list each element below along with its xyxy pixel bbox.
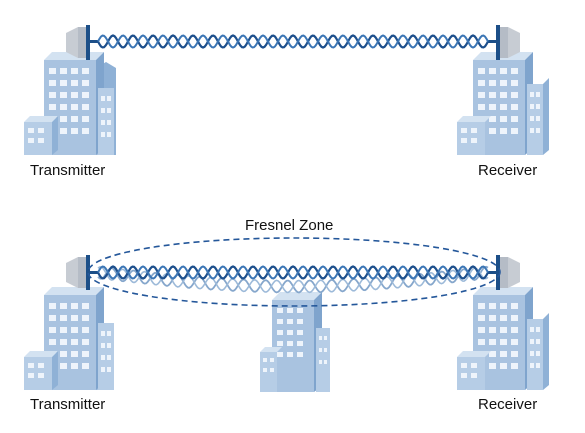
obstructing-building bbox=[260, 292, 330, 392]
top-scene bbox=[24, 25, 549, 155]
direct-signal-wave-bottom bbox=[97, 265, 489, 280]
receiver-building bbox=[457, 52, 549, 155]
transmitter-label-bottom: Transmitter bbox=[30, 396, 106, 413]
receiver-antenna bbox=[488, 25, 520, 60]
bottom-scene bbox=[24, 237, 549, 392]
direct-signal-wave bbox=[97, 34, 489, 49]
transmitter-building-bottom bbox=[24, 287, 114, 390]
receiver-label-bottom: Receiver bbox=[478, 396, 538, 413]
reflected-signal-wave bbox=[97, 265, 489, 294]
fresnel-zone-ellipse bbox=[87, 237, 501, 307]
transmitter-antenna bbox=[66, 25, 98, 60]
transmitter-building bbox=[24, 52, 116, 155]
transmitter-label-top: Transmitter bbox=[30, 162, 106, 179]
receiver-label-top: Receiver bbox=[478, 162, 538, 179]
receiver-antenna-bottom bbox=[488, 255, 520, 290]
receiver-building-bottom bbox=[457, 287, 549, 390]
transmitter-antenna-bottom bbox=[66, 255, 98, 290]
fresnel-zone-label: Fresnel Zone bbox=[245, 217, 334, 234]
